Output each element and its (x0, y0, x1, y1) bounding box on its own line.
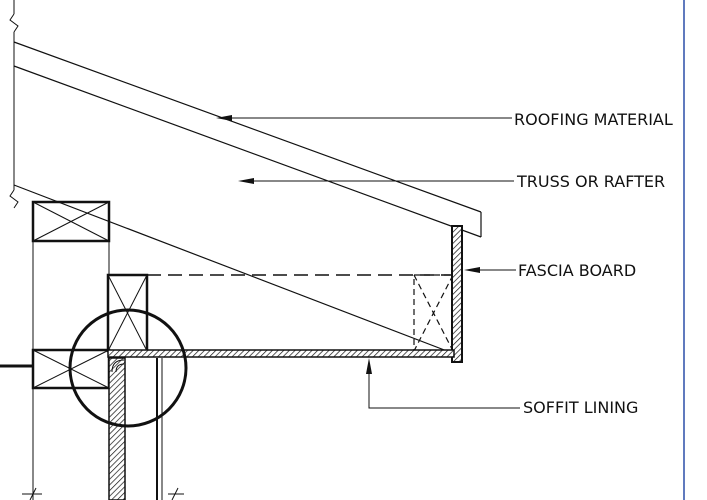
roof-rafter (13, 41, 482, 238)
wall-lining (108, 357, 126, 500)
fascia-support-block (413, 274, 454, 352)
bottom-break-marks (22, 487, 184, 500)
label-fascia-board: FASCIA BOARD (518, 261, 636, 280)
corner-bead (111, 359, 125, 373)
wall-stud (156, 358, 163, 500)
break-line-top (9, 0, 19, 209)
leader-truss-or-rafter (238, 178, 514, 184)
label-truss-or-rafter: TRUSS OR RAFTER (516, 172, 665, 191)
fascia-board (451, 225, 463, 363)
label-roofing-material: ROOFING MATERIAL (514, 110, 673, 129)
leader-soffit-lining (366, 358, 520, 409)
detail-callout-circle (68, 308, 188, 428)
leader-roofing-material (216, 115, 512, 121)
top-plate-block (31, 200, 111, 243)
label-soffit-lining: SOFFIT LINING (523, 398, 638, 417)
leader-fascia-board (464, 267, 516, 273)
truss-chord (13, 184, 461, 357)
soffit-lining (107, 349, 455, 358)
